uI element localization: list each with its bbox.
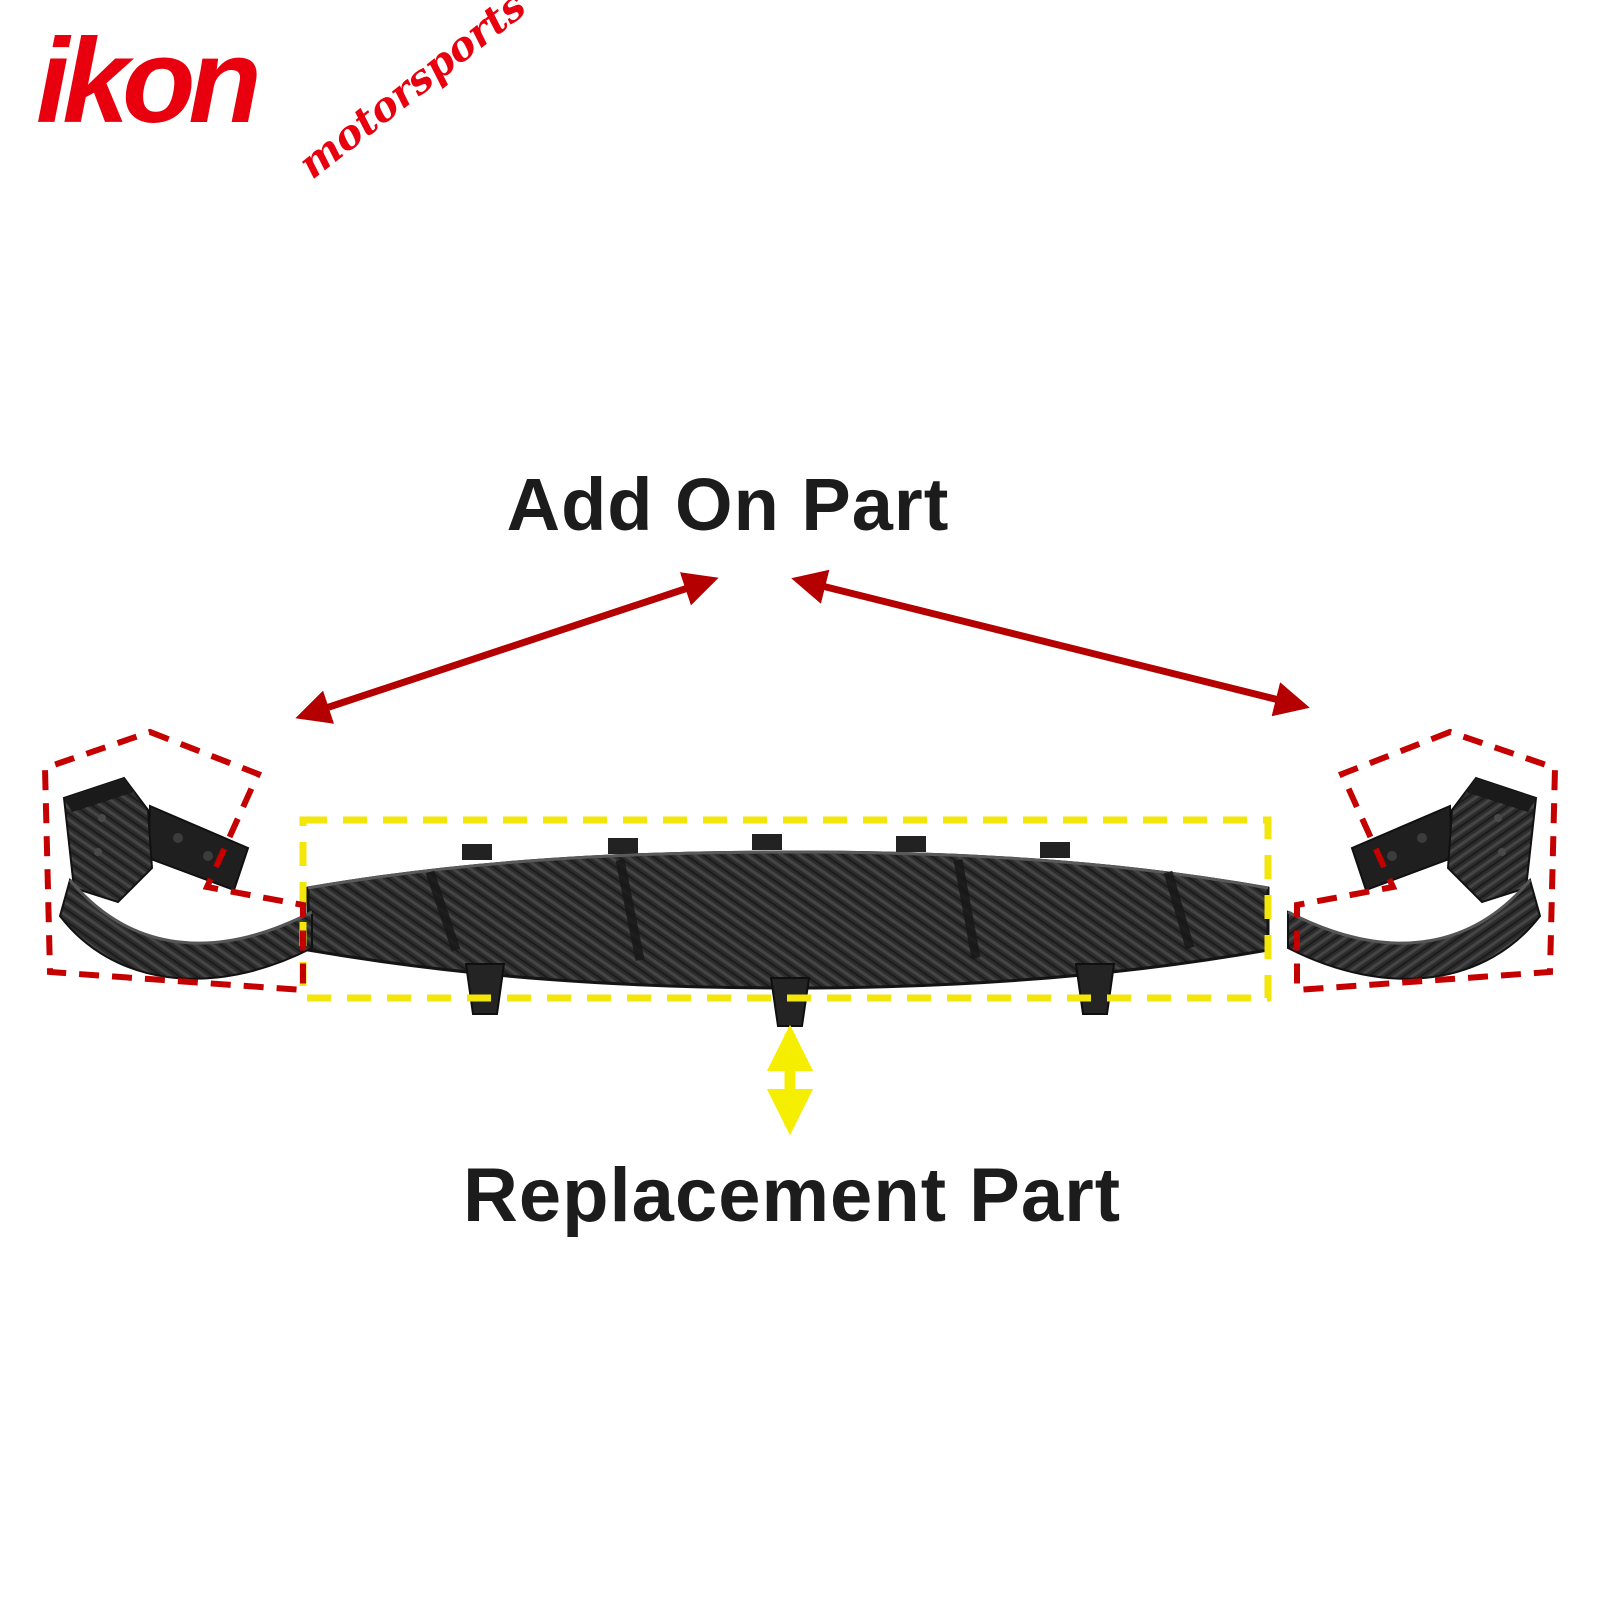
diffuser-corner-left <box>58 776 314 981</box>
addon-outline-left <box>41 728 306 994</box>
addon-outline-right <box>1294 728 1559 994</box>
diffuser-mount-tabs <box>462 834 1070 860</box>
diffuser-strakes <box>425 859 1195 961</box>
brand-logo: ikon motorsports <box>36 0 556 238</box>
diffuser-body <box>306 850 1270 990</box>
diffuser-center-section <box>306 834 1270 1027</box>
replacement-part-label: Replacement Part <box>462 1153 1122 1238</box>
diffuser-corner-right <box>1286 776 1542 981</box>
addon-arrow-left <box>295 572 719 724</box>
replacement-outline <box>299 816 1272 1002</box>
add-on-part-label: Add On Part <box>506 463 950 546</box>
addon-arrow-right <box>791 569 1310 717</box>
diffuser-top-highlight <box>307 850 1269 890</box>
brand-logo-text: ikon <box>36 14 262 148</box>
